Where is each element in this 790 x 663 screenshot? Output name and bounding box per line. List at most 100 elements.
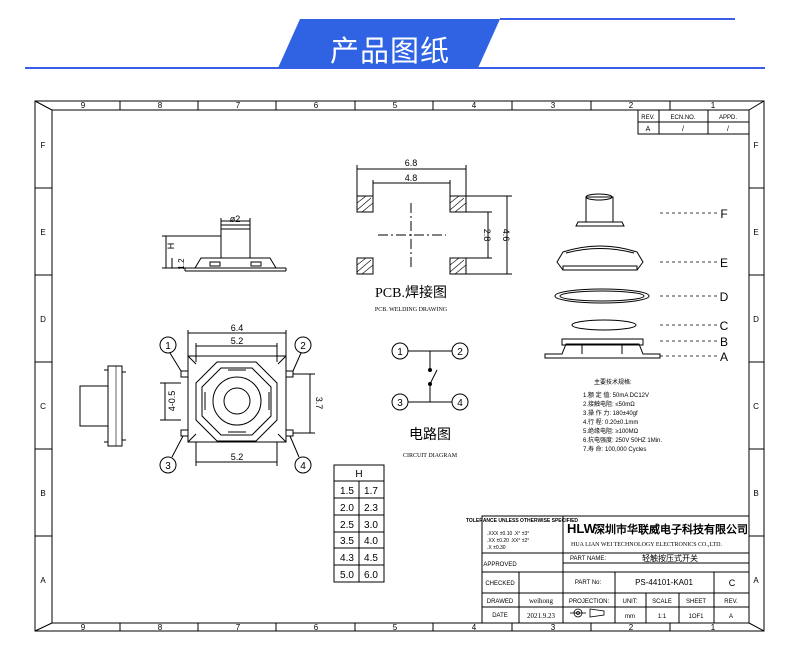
company-logo: HLW	[567, 521, 597, 536]
dim-top-inner: 5.2	[231, 336, 244, 346]
h-table-cell: 3.5	[340, 536, 354, 547]
spec-line: 3.操 作 力: 180±40gf	[583, 409, 638, 417]
scale-label: SCALE	[652, 599, 672, 605]
h-table-cell: 1.5	[340, 486, 354, 497]
column-label: 1	[711, 623, 716, 632]
h-table-cell: 4.0	[364, 536, 378, 547]
inner-frame	[51, 109, 750, 624]
circuit-pin: 3	[397, 398, 403, 409]
h-table-cell: 2.0	[340, 503, 354, 514]
row-label: A	[753, 576, 759, 585]
row-label: F	[754, 141, 759, 150]
specs: 主要技术规格: 1.额 定 值: 50mA DC12V 2.接触电阻: ≤50m…	[583, 378, 662, 453]
dim-top-right: 3.7	[314, 397, 324, 410]
date-value: 2021.9.23	[527, 612, 556, 620]
projection-label: PROJECTION:	[569, 599, 610, 605]
column-label: 2	[629, 101, 634, 110]
pcb-title: PCB.焊接图	[375, 284, 447, 301]
dim-pcb-inner: 4.8	[405, 173, 418, 183]
h-table-cell: 2.3	[364, 503, 378, 514]
column-label: 6	[314, 101, 319, 110]
page-header: 产品图纸	[0, 0, 790, 80]
column-label: 7	[236, 623, 241, 632]
part-label: F	[720, 207, 727, 221]
pcb-drawing: 6.8 4.8 2.8 4.6 PCB.焊接图 PCB. WELDING DRA…	[356, 158, 512, 313]
pin-label: 2	[300, 341, 306, 352]
exploded-view	[544, 193, 661, 359]
column-label: 4	[472, 623, 477, 632]
circuit-pin: 4	[457, 398, 463, 409]
spec-line: 5.绝缘电阻: ≥100MΩ	[583, 427, 639, 435]
column-label: 7	[236, 101, 241, 110]
pin-label: 1	[165, 341, 171, 352]
side-view	[162, 218, 287, 272]
row-label: F	[41, 141, 46, 150]
column-label: 9	[81, 101, 86, 110]
dim-pcb-outer-v: 4.6	[501, 229, 511, 242]
page-title: 产品图纸	[329, 34, 450, 68]
h-table-cell: 6.0	[364, 570, 378, 581]
dim-pcb-outer: 6.8	[405, 158, 418, 168]
pin-label: 3	[165, 461, 171, 472]
approved-label: APPROVED	[483, 562, 517, 568]
part-label: A	[720, 350, 728, 364]
row-label: A	[40, 576, 46, 585]
dim-base: 1.2	[177, 258, 186, 270]
appd-header: APPD.	[719, 115, 737, 121]
h-table: H 1.5 1.7 2.0 2.3 2.5 3.0 3.5 4.0 4.3 4.…	[333, 464, 385, 583]
column-label: 5	[393, 623, 398, 632]
unit-label: UNIT:	[623, 599, 638, 605]
column-label: 3	[551, 101, 556, 110]
ecn-header: ECN.NO.	[670, 115, 695, 121]
revision-table: REV. ECN.NO. APPD. A / /	[637, 109, 750, 135]
part-label: D	[720, 290, 729, 304]
part-no-label: PART No:	[575, 580, 602, 586]
part-label: E	[720, 256, 728, 270]
h-table-cell: 1.7	[364, 486, 378, 497]
column-label: 9	[81, 623, 86, 632]
h-table-header: H	[355, 469, 362, 480]
row-label: E	[753, 228, 758, 237]
h-table-cell: 4.3	[340, 553, 354, 564]
tolerance-line: .XXX ±0.10 .X° ±3°	[487, 531, 529, 537]
spec-line: 1.额 定 值: 50mA DC12V	[583, 391, 649, 399]
spec-line: 4.行 程: 0.20±0.1mm	[583, 418, 638, 426]
dim-top-left: 4-0.5	[167, 391, 177, 412]
dim-diameter: ø2	[230, 214, 241, 224]
specs-title: 主要技术规格:	[594, 378, 632, 386]
part-label: B	[720, 335, 728, 349]
circuit-title: 电路图	[409, 427, 451, 443]
ecn-value: /	[682, 126, 684, 133]
header-graphic	[25, 18, 765, 69]
h-table-cell: 4.5	[364, 553, 378, 564]
circuit-pin: 1	[397, 347, 403, 358]
top-view	[159, 330, 315, 474]
row-label: C	[753, 402, 759, 411]
spec-line: 7.寿 命: 100,000 Cycles	[583, 445, 646, 453]
date-label: DATE	[492, 613, 508, 619]
h-table-cell: 2.5	[340, 520, 354, 531]
row-label: D	[40, 315, 46, 324]
column-label: 1	[711, 101, 716, 110]
company-name-cn: 深圳市华联威电子科技有限公司	[594, 522, 748, 536]
rev-letter: C	[729, 578, 736, 588]
dim-pcb-pad-v: 2.8	[482, 229, 492, 242]
unit-value: mm	[625, 614, 635, 620]
tolerance-line: .X ±0.30	[487, 545, 506, 551]
spec-line: 6.抗电强度: 250V 50HZ 1Min.	[583, 436, 662, 444]
rev-value: A	[646, 126, 651, 133]
dim-h: H	[166, 243, 176, 250]
circuit-pin: 2	[457, 347, 463, 358]
row-label: B	[753, 489, 758, 498]
part-name: 轻触按压式开关	[642, 553, 698, 563]
column-label: 3	[551, 623, 556, 632]
h-table-cell: 5.0	[340, 570, 354, 581]
company-name-en: HUA LIAN WEI TECHNOLOGY ELECTRONICS CO.,…	[571, 542, 722, 548]
projection-symbol-icon	[570, 608, 605, 618]
end-view	[79, 365, 126, 447]
part-name-label: PART NAME:	[570, 556, 606, 562]
tolerance-title: TOLERANCE UNLESS OTHERWISE SPECIFIED	[466, 518, 578, 524]
pcb-subtitle: PCB. WELDING DRAWING	[375, 307, 448, 313]
part-label: C	[720, 319, 729, 333]
